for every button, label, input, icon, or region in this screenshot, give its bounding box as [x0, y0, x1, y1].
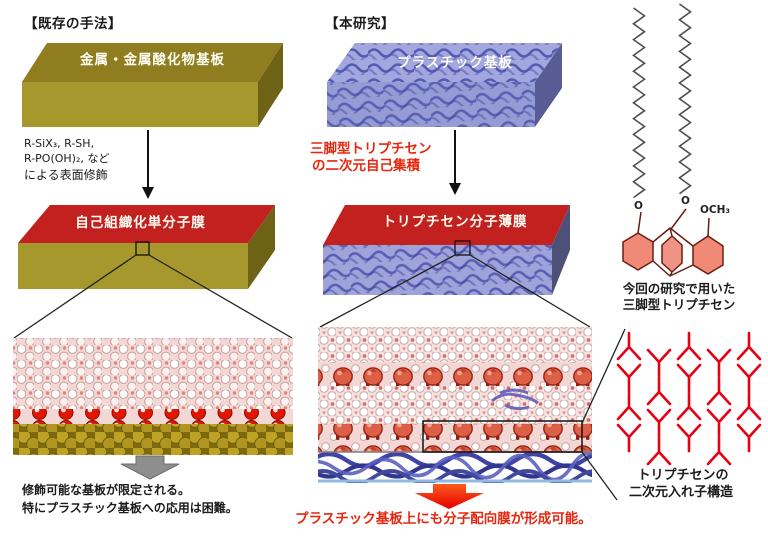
plastic-substrate-label: プラスチック基板 [397, 55, 513, 71]
triptycene-molecule [622, 208, 724, 277]
pattern-caption-line-2: 二次元入れ子構造 [628, 485, 733, 500]
left-section-header: 【既存の手法】 [24, 16, 122, 32]
molecule-caption-line-1: 今回の研究で用いた [622, 281, 736, 296]
plastic-substrate-box [327, 43, 562, 127]
zoom-region-marker-left [135, 241, 150, 256]
triptycene-film-label: トリプチセン分子薄膜 [382, 214, 528, 230]
highlight-rectangle [422, 420, 583, 453]
triptycene-film-molecular-view [318, 327, 626, 501]
molecule-caption-line-2: 三脚型トリプチセン [622, 297, 736, 312]
down-arrow-icon-left [142, 130, 154, 199]
modifier-line-3: による表面修飾 [24, 168, 108, 182]
middle-section-header: 【本研究】 [325, 16, 395, 32]
process-line-1: 三脚型トリプチセン [310, 141, 432, 157]
tripod-nesting-pattern [616, 331, 762, 466]
result-arrow-icon [415, 484, 484, 509]
triptycene-film-box [319, 205, 591, 328]
limitation-arrow-icon [120, 455, 180, 480]
metal-substrate-box [22, 43, 283, 127]
down-arrow-icon-middle [449, 130, 461, 195]
left-caption-line-1: 修飾可能な基板が限定される。 [22, 483, 191, 497]
metal-substrate-label: 金属・金属酸化物基板 [80, 52, 225, 68]
lying-molecule-sketch [490, 388, 539, 411]
middle-caption: プラスチック基板上にも分子配向膜が形成可能。 [295, 511, 592, 527]
left-caption-line-2: 特にプラスチック基板への応用は困難。 [22, 501, 238, 515]
methoxy-label: OCH₃ [700, 204, 731, 216]
sam-molecular-view [13, 338, 293, 455]
modifier-line-1: R-SiX₃, R-SH, [24, 137, 95, 150]
pattern-caption-line-1: トリプチセンの [637, 468, 729, 483]
modifier-line-2: R-PO(OH)₂, など [24, 152, 110, 165]
sam-film-box [13, 205, 293, 339]
sam-film-label: 自己組織化単分子膜 [75, 215, 206, 231]
oxygen-label-mid: O [681, 195, 690, 207]
zoom-region-marker-middle [454, 240, 471, 256]
alkyl-chain-icons [632, 3, 692, 199]
process-line-2: の二次元自己集積 [312, 158, 420, 174]
oxygen-label-left: O [634, 200, 643, 212]
